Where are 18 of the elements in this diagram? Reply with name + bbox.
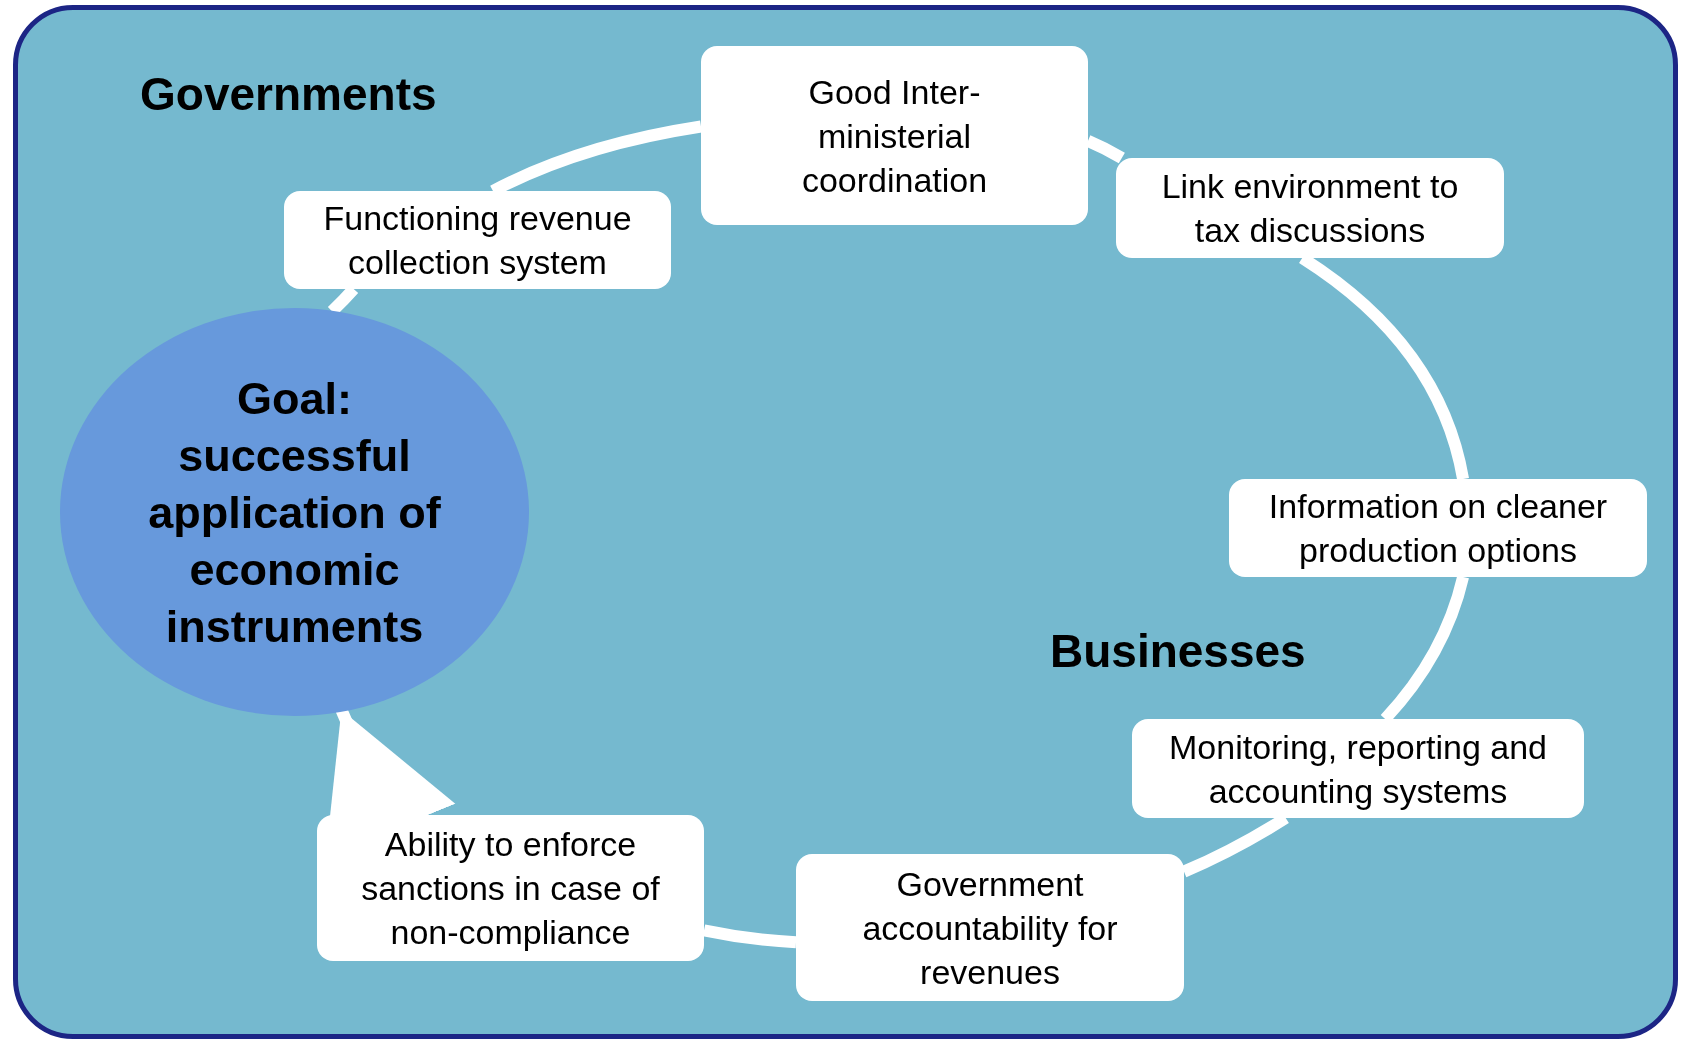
step-text: Monitoring, reporting and accounting systems [1168, 726, 1548, 812]
group-heading: Businesses [1050, 625, 1306, 677]
step-text: Good Inter-ministerial coordination [800, 71, 989, 201]
group-heading: Governments [140, 68, 437, 120]
step-text: Functioning revenue collection system [322, 198, 633, 283]
step-text: Ability to enforce sanctions in case of non-compliance [360, 824, 661, 953]
goal-text: Goal: successful application of economic instruments [147, 371, 442, 654]
step-box [796, 854, 1184, 1001]
step-text: Information on cleaner production options [1267, 486, 1609, 571]
step-box [284, 191, 671, 289]
step-text: Link environment to tax discussions [1160, 166, 1460, 251]
step-box [1229, 479, 1647, 577]
step-box [1132, 719, 1584, 818]
step-box [701, 46, 1088, 225]
step-box [317, 815, 704, 961]
step-text: Government accountability for revenues [861, 863, 1119, 993]
connector-line [702, 924, 797, 949]
step-box [1116, 158, 1504, 258]
